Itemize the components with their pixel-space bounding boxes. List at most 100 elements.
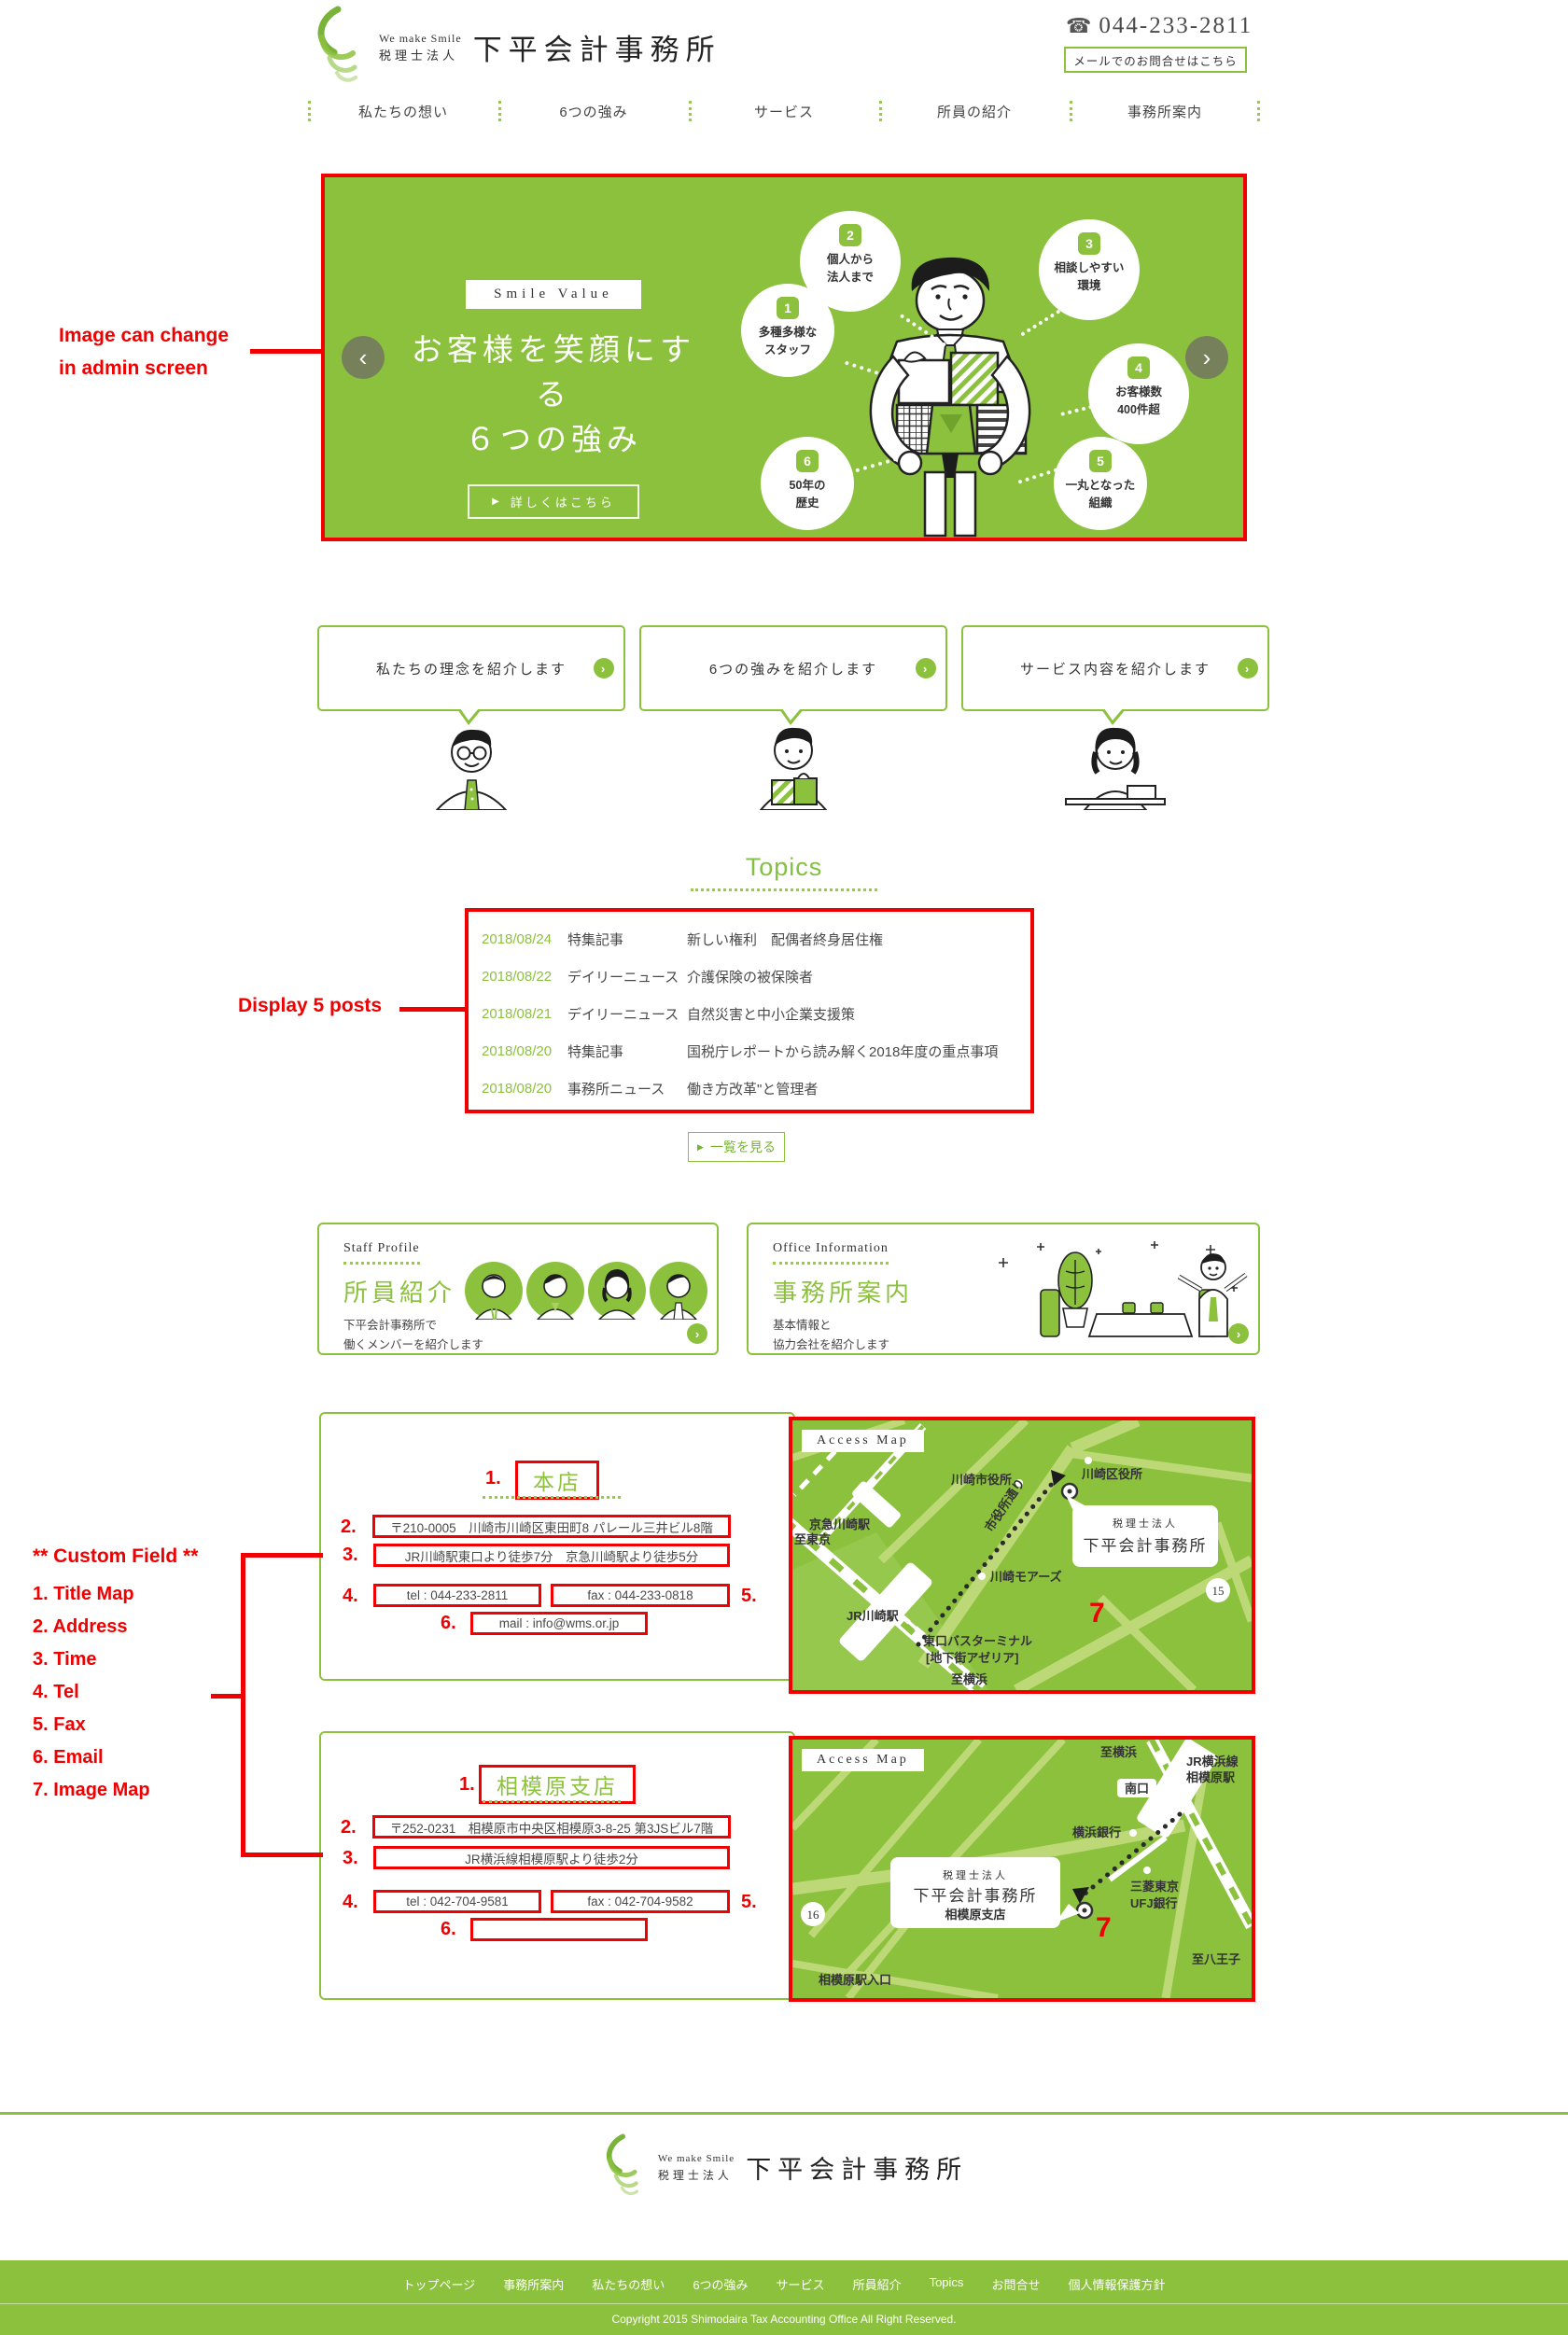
strength-6-number: 6 (796, 450, 819, 472)
footer-bar: トップページ 事務所案内 私たちの想い 6つの強み サービス 所員紹介 Topi… (0, 2260, 1568, 2335)
hero-badge: Smile Value (466, 280, 641, 309)
post-date: 2018/08/22 (482, 968, 553, 985)
footer-link-top[interactable]: トップページ (402, 2278, 476, 2292)
topic-post-row[interactable]: 2018/08/20 事務所ニュース 働き方改革"と管理者 (469, 1070, 1030, 1107)
footer-link-topics[interactable]: Topics (929, 2275, 964, 2289)
nav-item-philosophy[interactable]: 私たちの想い (308, 93, 498, 129)
map-label-yokohama-bank: 横浜銀行 (1072, 1825, 1121, 1839)
footer-link-strengths[interactable]: 6つの強み (693, 2278, 749, 2292)
topic-post-row[interactable]: 2018/08/21 デイリーニュース 自然災害と中小企業支援策 (469, 995, 1030, 1032)
strength-5-number: 5 (1089, 450, 1112, 472)
post-category: 特集記事 (567, 1043, 624, 1060)
intro-cards-row: 私たちの理念を紹介します › 6つの強みを紹介します (317, 625, 1269, 810)
strength-6: 6 50年の 歴史 (761, 437, 854, 530)
logo-swirl-icon (600, 2133, 647, 2202)
annotation-line (250, 349, 321, 354)
annotation-cf-item: 7. Image Map (33, 1780, 150, 1800)
store-main-tel: tel : 044-233-2811 (373, 1584, 541, 1607)
hero-slider: Smile Value お客様を笑顔にする ６つの強み ▶詳しくはこちら ‹ › (321, 174, 1247, 541)
slider-prev-button[interactable]: ‹ (342, 336, 385, 379)
strength-1-line1: 多種多様な (758, 326, 818, 339)
strength-1-number: 1 (777, 297, 799, 319)
nav-item-services[interactable]: サービス (689, 93, 879, 129)
strength-1-line2: スタッフ (763, 343, 811, 357)
post-category: 事務所ニュース (567, 1081, 665, 1098)
footer-link-services[interactable]: サービス (776, 2278, 825, 2292)
arrow-circle-icon: › (687, 1323, 707, 1344)
footer-link-office[interactable]: 事務所案内 (503, 2278, 565, 2292)
office-card-title: 事務所案内 (773, 1279, 914, 1307)
post-date: 2018/08/20 (482, 1042, 553, 1059)
field-label-7: 7 (1089, 1598, 1105, 1629)
slider-next-button[interactable]: › (1185, 336, 1228, 379)
strength-2-line2: 法人まで (826, 271, 874, 285)
topic-post-row[interactable]: 2018/08/20 特集記事 国税庁レポートから読み解く2018年度の重点事項 (469, 1032, 1030, 1070)
footer-link-philosophy[interactable]: 私たちの想い (592, 2278, 665, 2292)
access-map-label: Access Map (802, 1430, 924, 1452)
field-label-3: 3. (343, 1848, 358, 1868)
logo-swirl-icon (310, 6, 368, 89)
footer-logo[interactable]: We make Smile 税理士法人 下平会計事務所 (0, 2133, 1568, 2202)
play-icon: ▶ (492, 496, 502, 507)
staff-profile-card[interactable]: Staff Profile 所員紹介 下平会計事務所で 働くメンバーを紹介します (317, 1223, 719, 1355)
topics-title-underline (691, 888, 877, 891)
access-map-label: Access Map (802, 1749, 924, 1771)
strength-3-number: 3 (1078, 232, 1100, 255)
intro-card-philosophy[interactable]: 私たちの理念を紹介します › (317, 625, 625, 810)
staff-card-desc1: 下平会計事務所で (343, 1319, 438, 1332)
site-logo[interactable]: We make Smile 税理士法人 下平会計事務所 (310, 6, 721, 89)
strength-4-line1: お客様数 (1114, 385, 1162, 398)
office-scene-illustration (987, 1232, 1248, 1354)
map-callout-big: 下平会計事務所 (914, 1887, 1038, 1905)
map-label-to-yokohama: 至横浜 (1100, 1745, 1137, 1759)
field-label-4: 4. (343, 1586, 358, 1606)
intro-card-services[interactable]: サービス内容を紹介します › (961, 625, 1269, 810)
footer-link-privacy[interactable]: 個人情報保護方針 (1068, 2278, 1166, 2292)
footer-link-contact[interactable]: お問合せ (991, 2278, 1041, 2292)
post-category: デイリーニュース (567, 1006, 679, 1023)
nav-item-office[interactable]: 事務所案内 (1070, 93, 1260, 129)
footer-logo-tagline: We make Smile (657, 2153, 735, 2165)
chevron-right-icon: › (1202, 343, 1211, 371)
map-label-ward-office: 川崎区役所 (1081, 1467, 1142, 1481)
strength-3-line1: 相談しやすい (1054, 261, 1125, 274)
person-illustration-woman-desk (961, 724, 1269, 810)
store-main-fax: fax : 044-233-0818 (551, 1584, 730, 1607)
post-date: 2018/08/21 (482, 1005, 553, 1022)
topics-more-button[interactable]: ▶ 一覧を見る (688, 1132, 785, 1162)
hero-cta-button[interactable]: ▶ 詳しくはこちら (468, 483, 639, 519)
topic-post-row[interactable]: 2018/08/24 特集記事 新しい権利 配偶者終身居住権 (469, 920, 1030, 958)
staff-card-label: Staff Profile (343, 1241, 420, 1265)
store-main-address: 〒210-0005 川崎市川崎区東田町8 パレール三井ビル8階 (372, 1515, 731, 1538)
strength-6-line2: 歴史 (795, 496, 819, 510)
intro-card-strengths[interactable]: 6つの強みを紹介します › (639, 625, 947, 810)
strength-5-line1: 一丸となった (1065, 479, 1136, 492)
strength-2: 2 個人から 法人まで (800, 211, 901, 312)
hero-cta-label: 詳しくはこちら (510, 495, 615, 510)
post-title: 介護保険の被保険者 (687, 969, 814, 986)
post-date: 2018/08/20 (482, 1080, 553, 1097)
hero-title-line2: ６つの強み (465, 423, 642, 457)
nav-item-strengths[interactable]: 6つの強み (498, 93, 689, 129)
post-title: 働き方改革"と管理者 (687, 1081, 819, 1098)
topic-post-row[interactable]: 2018/08/22 デイリーニュース 介護保険の被保険者 (469, 958, 1030, 995)
office-information-card[interactable]: Office Information 事務所案内 基本情報と 協力会社を紹介しま… (747, 1223, 1260, 1355)
map-label-station: 相模原駅 (1186, 1770, 1236, 1784)
map-label-line-name: JR横浜線 (1186, 1755, 1239, 1769)
store-branch-mail (470, 1918, 648, 1941)
strength-2-number: 2 (839, 224, 861, 246)
logo-tagline: We make Smile (379, 31, 462, 45)
map-route-badge: 15 (1212, 1584, 1225, 1598)
hero-text-block: Smile Value お客様を笑顔にする ６つの強み ▶詳しくはこちら (395, 280, 712, 519)
annotation-hero-line1: Image can change (59, 325, 230, 346)
nav-item-staff[interactable]: 所員の紹介 (879, 93, 1070, 129)
contact-button[interactable]: メールでのお問合せはこちら (1064, 47, 1247, 73)
header-phone[interactable]: ☎ 044-233-2811 (1066, 13, 1253, 39)
footer-link-staff[interactable]: 所員紹介 (852, 2278, 902, 2292)
annotation-cf-item: 1. Title Map (33, 1584, 134, 1604)
map-label-kawasaki-mores: 川崎モアーズ (989, 1570, 1062, 1584)
annotation-cf-item: 4. Tel (33, 1682, 79, 1702)
chevron-left-icon: ‹ (358, 343, 368, 371)
map-label-station-entrance: 相模原駅入口 (819, 1973, 891, 1987)
